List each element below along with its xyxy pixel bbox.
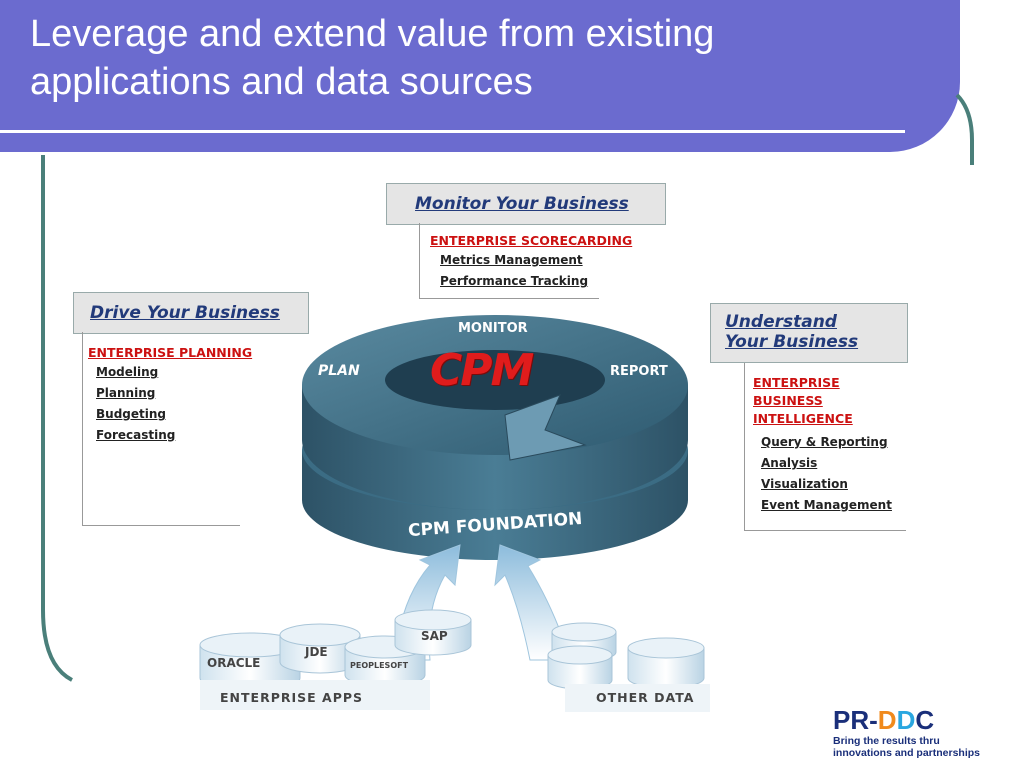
understand-box-base-line bbox=[744, 530, 906, 531]
drive-box-base-line bbox=[82, 525, 240, 526]
enterprise-apps-label: ENTERPRISE APPS bbox=[220, 690, 364, 705]
logo-tagline-1: Bring the results thru bbox=[833, 735, 940, 747]
drive-box-divider bbox=[82, 332, 83, 525]
enterprise-planning-header: ENTERPRISE PLANNING bbox=[88, 345, 253, 360]
ring-label-plan: PLAN bbox=[318, 363, 360, 379]
cycle-arrow-head bbox=[504, 394, 587, 461]
enterprise-apps-base bbox=[200, 680, 430, 710]
jde-label: JDE bbox=[305, 645, 328, 659]
understand-business-box: Understand Your Business bbox=[710, 303, 908, 363]
ring-label-monitor: MONITOR bbox=[458, 321, 528, 336]
monitor-business-list: ENTERPRISE SCORECARDING Metrics Manageme… bbox=[430, 232, 632, 292]
right-bracket-line bbox=[955, 93, 974, 165]
understand-box-divider bbox=[744, 363, 745, 530]
logo-wordmark: PR-DDC bbox=[833, 706, 934, 734]
list-item: Forecasting bbox=[96, 428, 176, 442]
sap-label: SAP bbox=[421, 629, 448, 643]
logo-tagline-2: innovations and partnerships bbox=[833, 747, 981, 759]
list-item: Performance Tracking bbox=[440, 274, 589, 288]
slide-title-bar: Leverage and extend value from existing … bbox=[0, 0, 960, 152]
other-data-cylinder-bottom bbox=[547, 645, 613, 690]
drive-business-box: Drive Your Business bbox=[73, 292, 309, 334]
logo-pr: PR- bbox=[833, 705, 878, 735]
enterprise-scorecarding-header: ENTERPRISE SCORECARDING bbox=[430, 233, 633, 248]
monitor-box-divider bbox=[419, 223, 420, 298]
understand-title-line-1: Understand bbox=[725, 312, 837, 332]
slide-title: Leverage and extend value from existing … bbox=[30, 10, 714, 106]
logo-d1: D bbox=[877, 705, 897, 735]
left-bracket-line bbox=[41, 155, 73, 682]
slide-title-line-2: applications and data sources bbox=[30, 61, 533, 103]
sap-cylinder bbox=[394, 609, 472, 656]
ring-label-report: REPORT bbox=[610, 364, 668, 379]
enterprise-bi-header-line-3: INTELLIGENCE bbox=[753, 411, 853, 426]
list-item: Analysis bbox=[761, 456, 818, 470]
other-data-cylinder-right bbox=[627, 637, 705, 689]
understand-business-list: ENTERPRISE BUSINESS INTELLIGENCE Query &… bbox=[753, 374, 892, 516]
logo-d2: D bbox=[896, 705, 916, 735]
peoplesoft-label: PEOPLESOFT bbox=[350, 661, 409, 670]
cpm-cycle-ring bbox=[302, 315, 688, 510]
list-item: Planning bbox=[96, 386, 156, 400]
list-item: Modeling bbox=[96, 365, 159, 379]
other-data-base bbox=[565, 684, 710, 712]
list-item: Visualization bbox=[761, 477, 848, 491]
list-item: Event Management bbox=[761, 498, 892, 512]
list-item: Budgeting bbox=[96, 407, 166, 421]
monitor-business-box: Monitor Your Business bbox=[386, 183, 666, 225]
cpm-center-label: CPM bbox=[430, 345, 534, 396]
monitor-box-base-line bbox=[419, 298, 599, 299]
list-item: Query & Reporting bbox=[761, 435, 888, 449]
enterprise-bi-header-line-2: BUSINESS bbox=[753, 393, 823, 408]
jde-cylinder bbox=[279, 623, 361, 674]
drive-business-list: ENTERPRISE PLANNING Modeling Planning Bu… bbox=[88, 344, 252, 446]
enterprise-bi-header-line-1: ENTERPRISE bbox=[753, 375, 840, 390]
title-underline bbox=[0, 130, 905, 133]
oracle-label: ORACLE bbox=[207, 656, 261, 670]
slide-title-line-1: Leverage and extend value from existing bbox=[30, 13, 715, 55]
pr-ddc-logo: PR-DDC Bring the results thru innovation… bbox=[833, 706, 1018, 766]
list-item: Metrics Management bbox=[440, 253, 583, 267]
other-data-label: OTHER DATA bbox=[596, 690, 695, 705]
logo-c: C bbox=[915, 705, 935, 735]
understand-title-line-2: Your Business bbox=[725, 332, 859, 352]
